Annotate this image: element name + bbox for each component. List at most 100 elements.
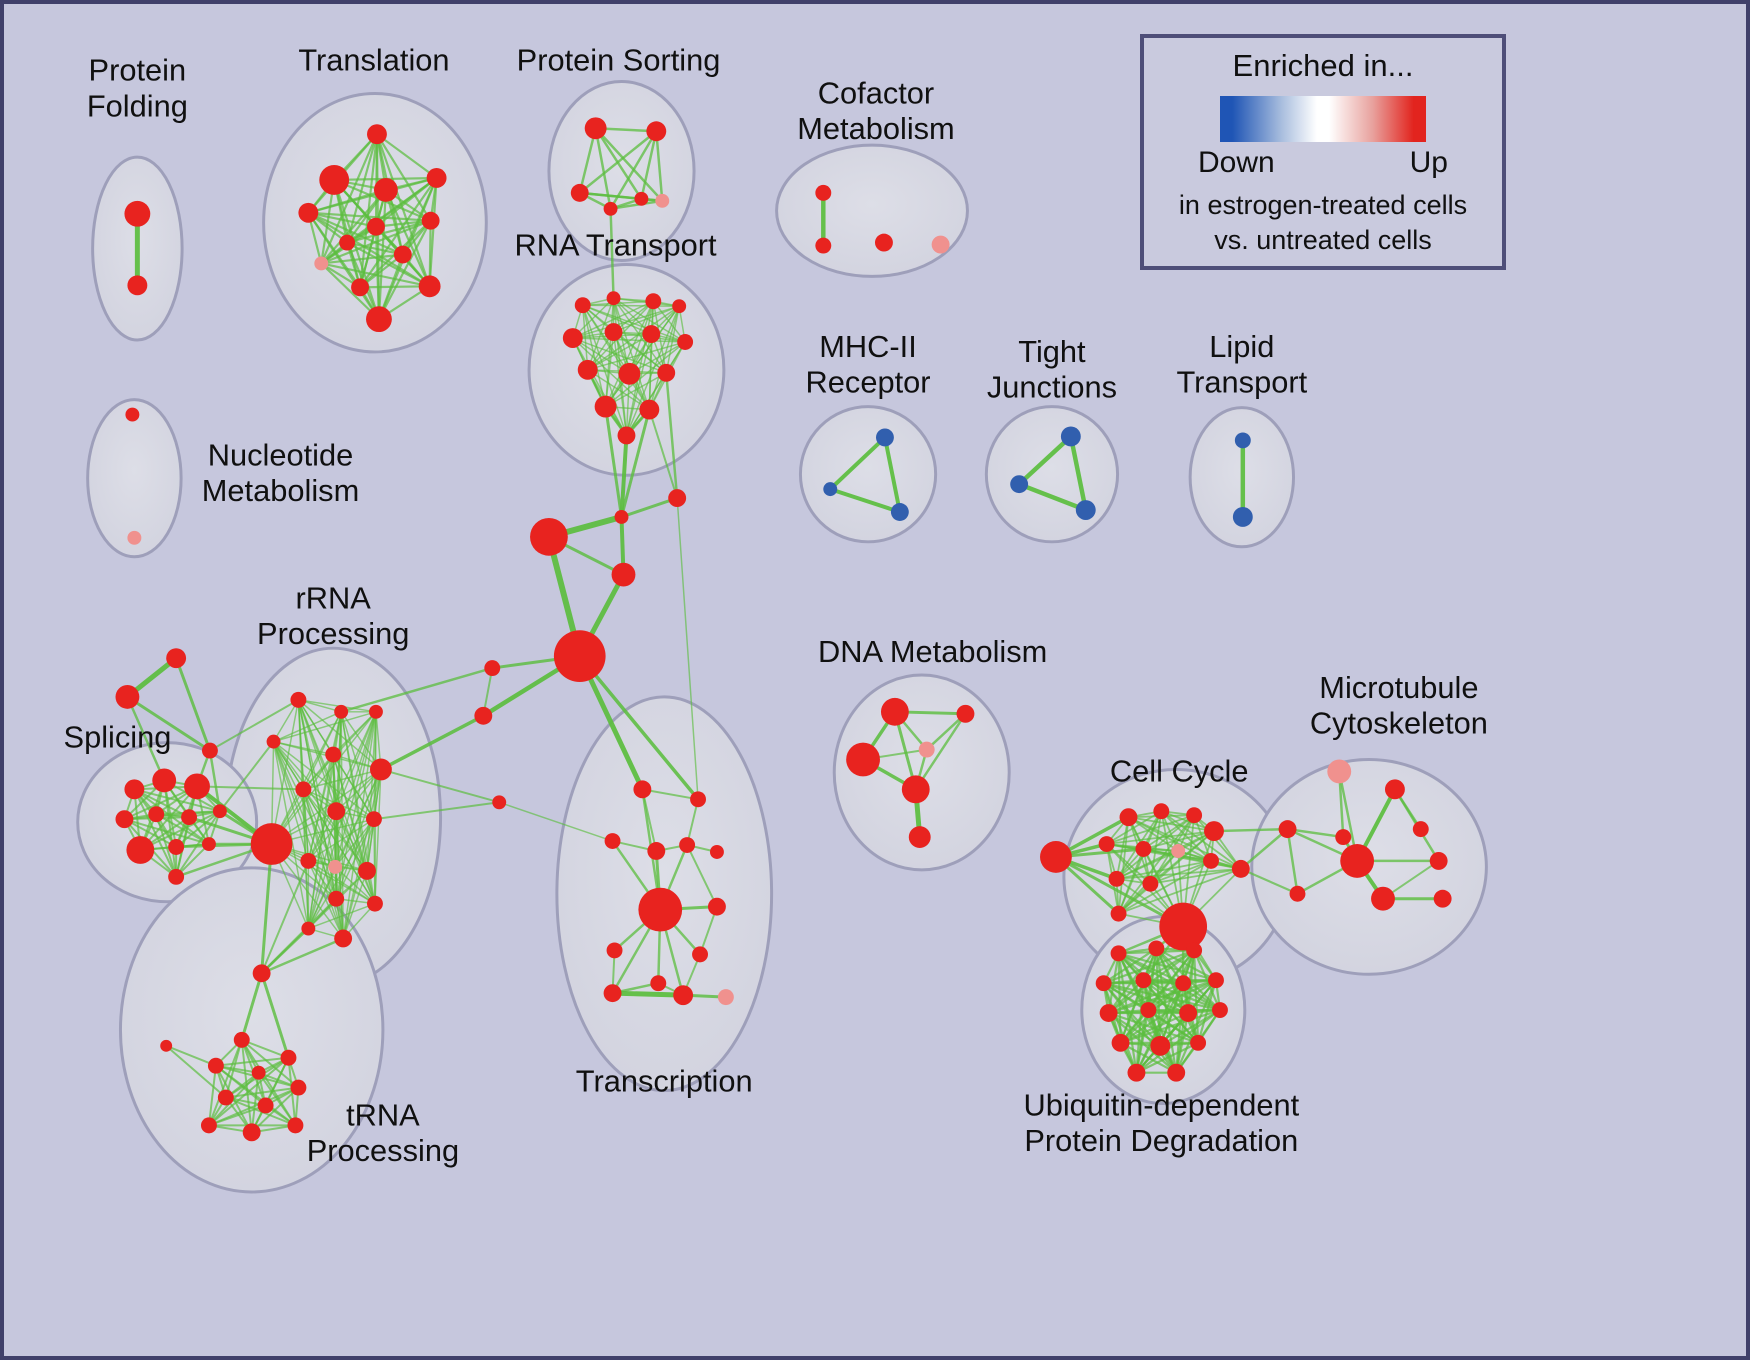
edge xyxy=(572,337,651,411)
node-tc14 xyxy=(717,989,734,1006)
cluster-label-dna-metabolism: DNA Metabolism xyxy=(818,634,1047,669)
node-ub13 xyxy=(1150,1035,1171,1056)
edge xyxy=(1175,979,1218,1074)
node-rr4 xyxy=(266,734,281,749)
edge xyxy=(375,133,438,180)
edge xyxy=(1105,814,1196,845)
edge xyxy=(1286,827,1299,895)
edge xyxy=(1102,947,1158,985)
edge xyxy=(372,801,501,821)
edge xyxy=(619,433,629,519)
node-mc4 xyxy=(1335,829,1352,846)
edge xyxy=(302,768,382,791)
edge xyxy=(604,331,615,408)
edge xyxy=(586,341,686,371)
node-rr1 xyxy=(290,691,307,708)
node-tn4 xyxy=(280,1049,297,1066)
legend-subtitle: in estrogen-treated cells vs. untreated … xyxy=(1144,188,1502,258)
edge xyxy=(578,127,597,195)
edge xyxy=(272,740,310,862)
edge xyxy=(1239,867,1299,895)
edge xyxy=(1135,979,1145,1074)
node-dm5 xyxy=(901,775,930,804)
node-rn5 xyxy=(562,328,583,348)
legend-title: Enriched in... xyxy=(1232,48,1414,83)
node-sl4 xyxy=(115,810,134,829)
edge xyxy=(346,219,432,244)
edge xyxy=(1115,860,1212,880)
edge xyxy=(240,1038,300,1089)
node-tr8 xyxy=(339,234,356,251)
node-rn9 xyxy=(577,359,598,380)
edge xyxy=(664,371,679,500)
node-ps5 xyxy=(603,201,618,216)
edge xyxy=(302,788,336,868)
edge xyxy=(224,1086,300,1099)
edge xyxy=(594,127,643,201)
edge xyxy=(307,810,337,862)
edge xyxy=(207,1104,267,1127)
edge xyxy=(1155,947,1218,982)
node-tc6 xyxy=(709,845,724,859)
edge xyxy=(320,253,404,265)
node-mc1 xyxy=(1327,759,1352,784)
edge xyxy=(272,711,377,743)
node-lt1 xyxy=(1234,432,1251,449)
edge xyxy=(1159,982,1185,1047)
edge xyxy=(609,199,664,211)
node-tn5 xyxy=(207,1057,224,1074)
node-rn7 xyxy=(642,325,661,343)
edge xyxy=(307,818,375,930)
node-ub8 xyxy=(1099,1004,1118,1022)
edge xyxy=(604,372,667,408)
edge xyxy=(1142,814,1196,850)
edge xyxy=(307,902,376,930)
node-rr8 xyxy=(250,823,293,865)
node-tn7 xyxy=(290,1079,307,1096)
node-sl5 xyxy=(148,806,165,823)
node-tc11 xyxy=(650,975,667,992)
node-cc5 xyxy=(1204,821,1224,842)
node-sp7 xyxy=(492,795,507,810)
edge xyxy=(572,305,680,339)
node-rn2 xyxy=(606,291,621,306)
node-sl9 xyxy=(168,839,185,855)
edge xyxy=(655,130,664,203)
legend-up-label: Up xyxy=(1409,146,1448,179)
node-ub11 xyxy=(1212,1002,1228,1018)
cluster-ellipse-splicing xyxy=(76,741,259,904)
edge xyxy=(342,768,382,940)
edge xyxy=(346,133,379,244)
node-cc10 xyxy=(1231,859,1250,878)
edge xyxy=(165,1044,217,1067)
edge xyxy=(320,262,381,321)
node-tn8 xyxy=(217,1089,234,1106)
node-mc6 xyxy=(1340,844,1375,878)
cluster-label-translation: Translation xyxy=(298,43,449,78)
edge xyxy=(1107,979,1218,1015)
node-ub16 xyxy=(1167,1063,1186,1082)
node-ub1 xyxy=(1110,945,1127,962)
edge xyxy=(1102,949,1196,985)
edge xyxy=(1147,979,1218,1012)
edge xyxy=(578,654,700,802)
node-tc12 xyxy=(603,984,622,1003)
node-mc8 xyxy=(1289,885,1306,902)
edge xyxy=(612,305,680,333)
edge xyxy=(428,219,432,288)
node-mc2 xyxy=(1384,779,1405,800)
node-hub xyxy=(553,630,606,682)
edge xyxy=(625,305,680,437)
edge xyxy=(652,300,686,343)
cluster-label-splicing: Splicing xyxy=(64,720,172,755)
node-sp2 xyxy=(614,510,629,524)
node-tj3 xyxy=(1075,500,1096,520)
edge xyxy=(123,785,199,821)
edge xyxy=(1212,827,1289,833)
edge xyxy=(240,971,264,1042)
node-tc2 xyxy=(690,791,706,808)
edge xyxy=(214,1056,290,1067)
edge xyxy=(307,211,432,222)
